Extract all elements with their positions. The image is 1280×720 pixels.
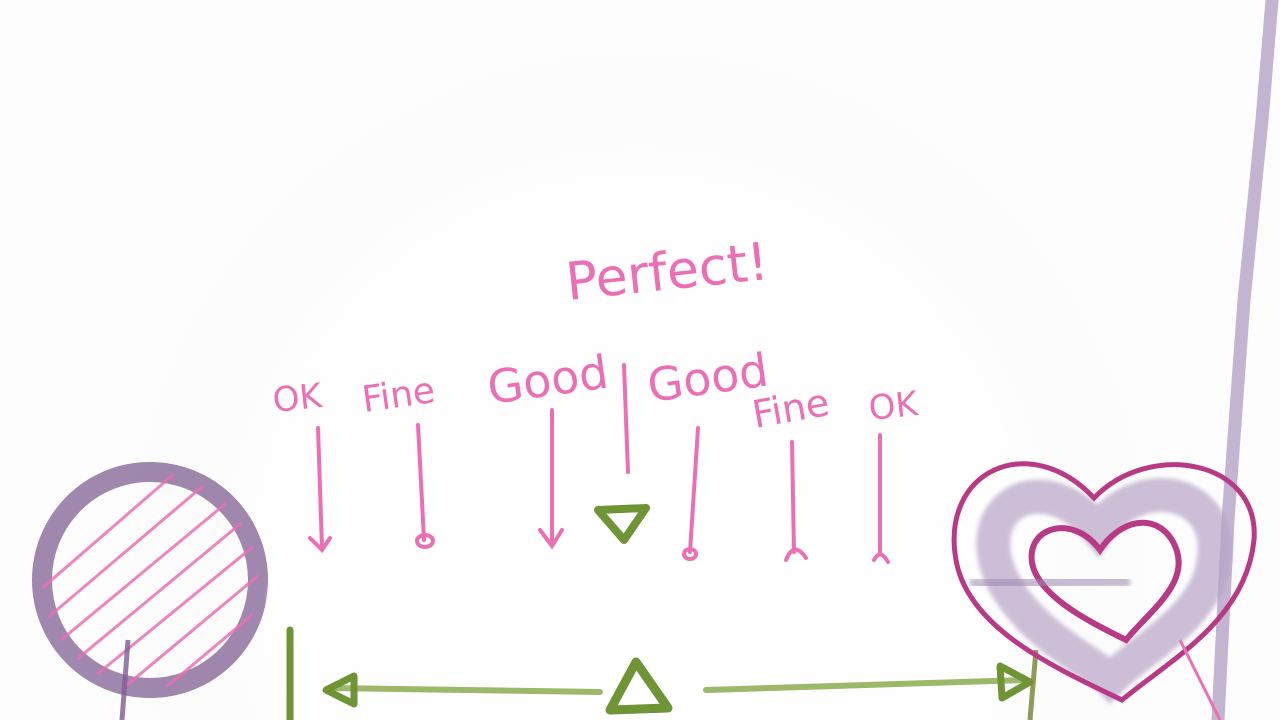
- circle-hatching: [42, 472, 258, 688]
- perfect-divider: [622, 363, 630, 474]
- timing-bar: [268, 553, 988, 653]
- left-circle-target: [32, 462, 268, 720]
- target-marker-triangle: [594, 504, 650, 544]
- heart-inner: [1028, 519, 1182, 644]
- arrow-ok-left: [308, 426, 332, 554]
- travel-line: [329, 677, 1027, 695]
- right-post: [1027, 649, 1039, 720]
- arrow-good-left: [538, 408, 564, 550]
- label-ok-right: OK: [867, 384, 922, 429]
- player-triangle: [605, 657, 673, 715]
- left-arrowhead: [322, 672, 358, 708]
- right-edge-line: [1211, 0, 1279, 720]
- timing-arrows: [308, 408, 890, 564]
- travel-track: [286, 626, 1039, 720]
- arrow-fine-right: [784, 440, 808, 562]
- heart-shade: [976, 478, 1232, 705]
- heart-target: [951, 461, 1257, 720]
- arrow-ok-right: [872, 433, 890, 564]
- label-fine-left: Fine: [360, 370, 438, 421]
- label-ok-left: OK: [271, 376, 326, 421]
- arrow-good-right: [682, 426, 700, 561]
- right-arrowhead: [996, 662, 1034, 702]
- arrow-fine-left: [415, 423, 435, 549]
- heart-outer: [951, 461, 1257, 703]
